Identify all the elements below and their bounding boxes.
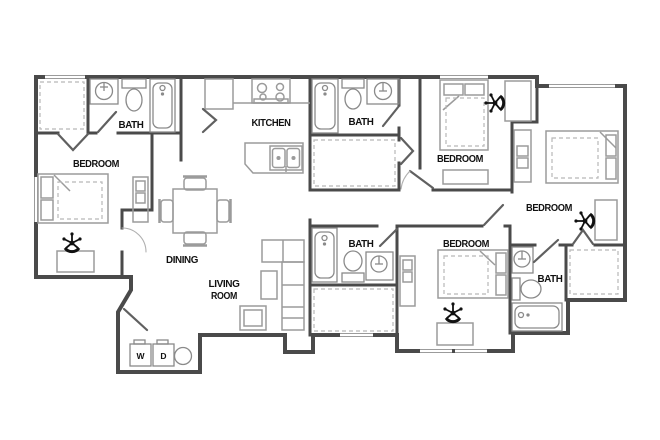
label-living-room-line2: ROOM <box>211 291 237 302</box>
sofa-icon <box>261 239 305 331</box>
water-heater-icon <box>173 346 193 366</box>
window <box>340 332 373 338</box>
sink-icon <box>511 246 534 274</box>
toilet-icon <box>511 277 542 301</box>
bed-icon <box>545 130 619 184</box>
label-washer: W <box>136 351 145 361</box>
door-leaf <box>532 238 560 264</box>
dresser <box>442 169 489 185</box>
bifold-door <box>571 228 595 246</box>
window <box>440 74 488 80</box>
sink-icon <box>365 251 394 281</box>
bathtub-icon <box>311 78 339 134</box>
bathtub-icon <box>149 78 176 133</box>
toilet-icon <box>341 250 365 283</box>
window <box>420 348 452 354</box>
label-living-room-line1: LIVING <box>209 279 241 290</box>
kitchen-island <box>244 142 304 174</box>
bifold-door <box>399 136 415 166</box>
label-bath-top-center: BATH <box>349 117 374 128</box>
door-leaf <box>378 227 399 248</box>
refrigerator-icon <box>204 78 234 110</box>
closet-shelves <box>39 81 619 332</box>
closet-left-bedroom <box>39 81 85 130</box>
walk-in-closet <box>569 249 619 295</box>
room-labels: BEDROOM BATH KITCHEN BATH BEDROOM BEDROO… <box>73 117 572 361</box>
bathtub-icon <box>511 302 563 332</box>
wardrobe <box>132 176 149 223</box>
sink-icon <box>269 145 303 172</box>
door-leaf <box>408 169 435 190</box>
toilet-icon <box>341 78 365 110</box>
label-dining: DINING <box>166 255 199 266</box>
label-bath-bottom-right: BATH <box>538 274 563 285</box>
door-leaf <box>381 104 401 128</box>
sink-icon <box>89 78 119 105</box>
bed-icon <box>439 79 489 151</box>
washer-icon <box>129 339 152 367</box>
coffee-table <box>260 270 278 300</box>
label-bedroom-left: BEDROOM <box>73 159 119 170</box>
window <box>455 348 487 354</box>
wardrobe <box>399 255 416 307</box>
furniture <box>37 78 619 346</box>
label-bath-top-left: BATH <box>119 120 144 131</box>
bed-icon <box>437 249 509 299</box>
window <box>45 74 85 80</box>
door-leaf <box>96 110 118 134</box>
dining-table-icon <box>158 175 232 247</box>
entry-door-leaf <box>122 307 149 332</box>
bathtub-icon <box>311 227 338 283</box>
label-kitchen: KITCHEN <box>252 118 291 129</box>
fixtures <box>89 78 563 367</box>
door-leaf <box>482 203 505 227</box>
wardrobe <box>513 129 532 183</box>
label-bedroom-bottom: BEDROOM <box>443 239 489 250</box>
closet-center <box>313 288 394 332</box>
door-swing <box>400 170 411 190</box>
label-bedroom-top-center: BEDROOM <box>437 154 483 165</box>
label-dryer: D <box>160 351 166 361</box>
armchair <box>239 305 267 331</box>
door-swing <box>121 227 147 253</box>
bifold-door <box>201 107 218 134</box>
bifold-door <box>56 132 90 152</box>
label-bedroom-right: BEDROOM <box>526 203 572 214</box>
label-bath-center: BATH <box>349 239 374 250</box>
bed-icon <box>37 173 109 224</box>
sink-icon <box>366 78 400 105</box>
closet-hall <box>313 139 396 187</box>
window <box>549 83 615 89</box>
toilet-icon <box>121 78 147 112</box>
doors <box>56 104 595 332</box>
exterior-wall <box>34 75 627 374</box>
